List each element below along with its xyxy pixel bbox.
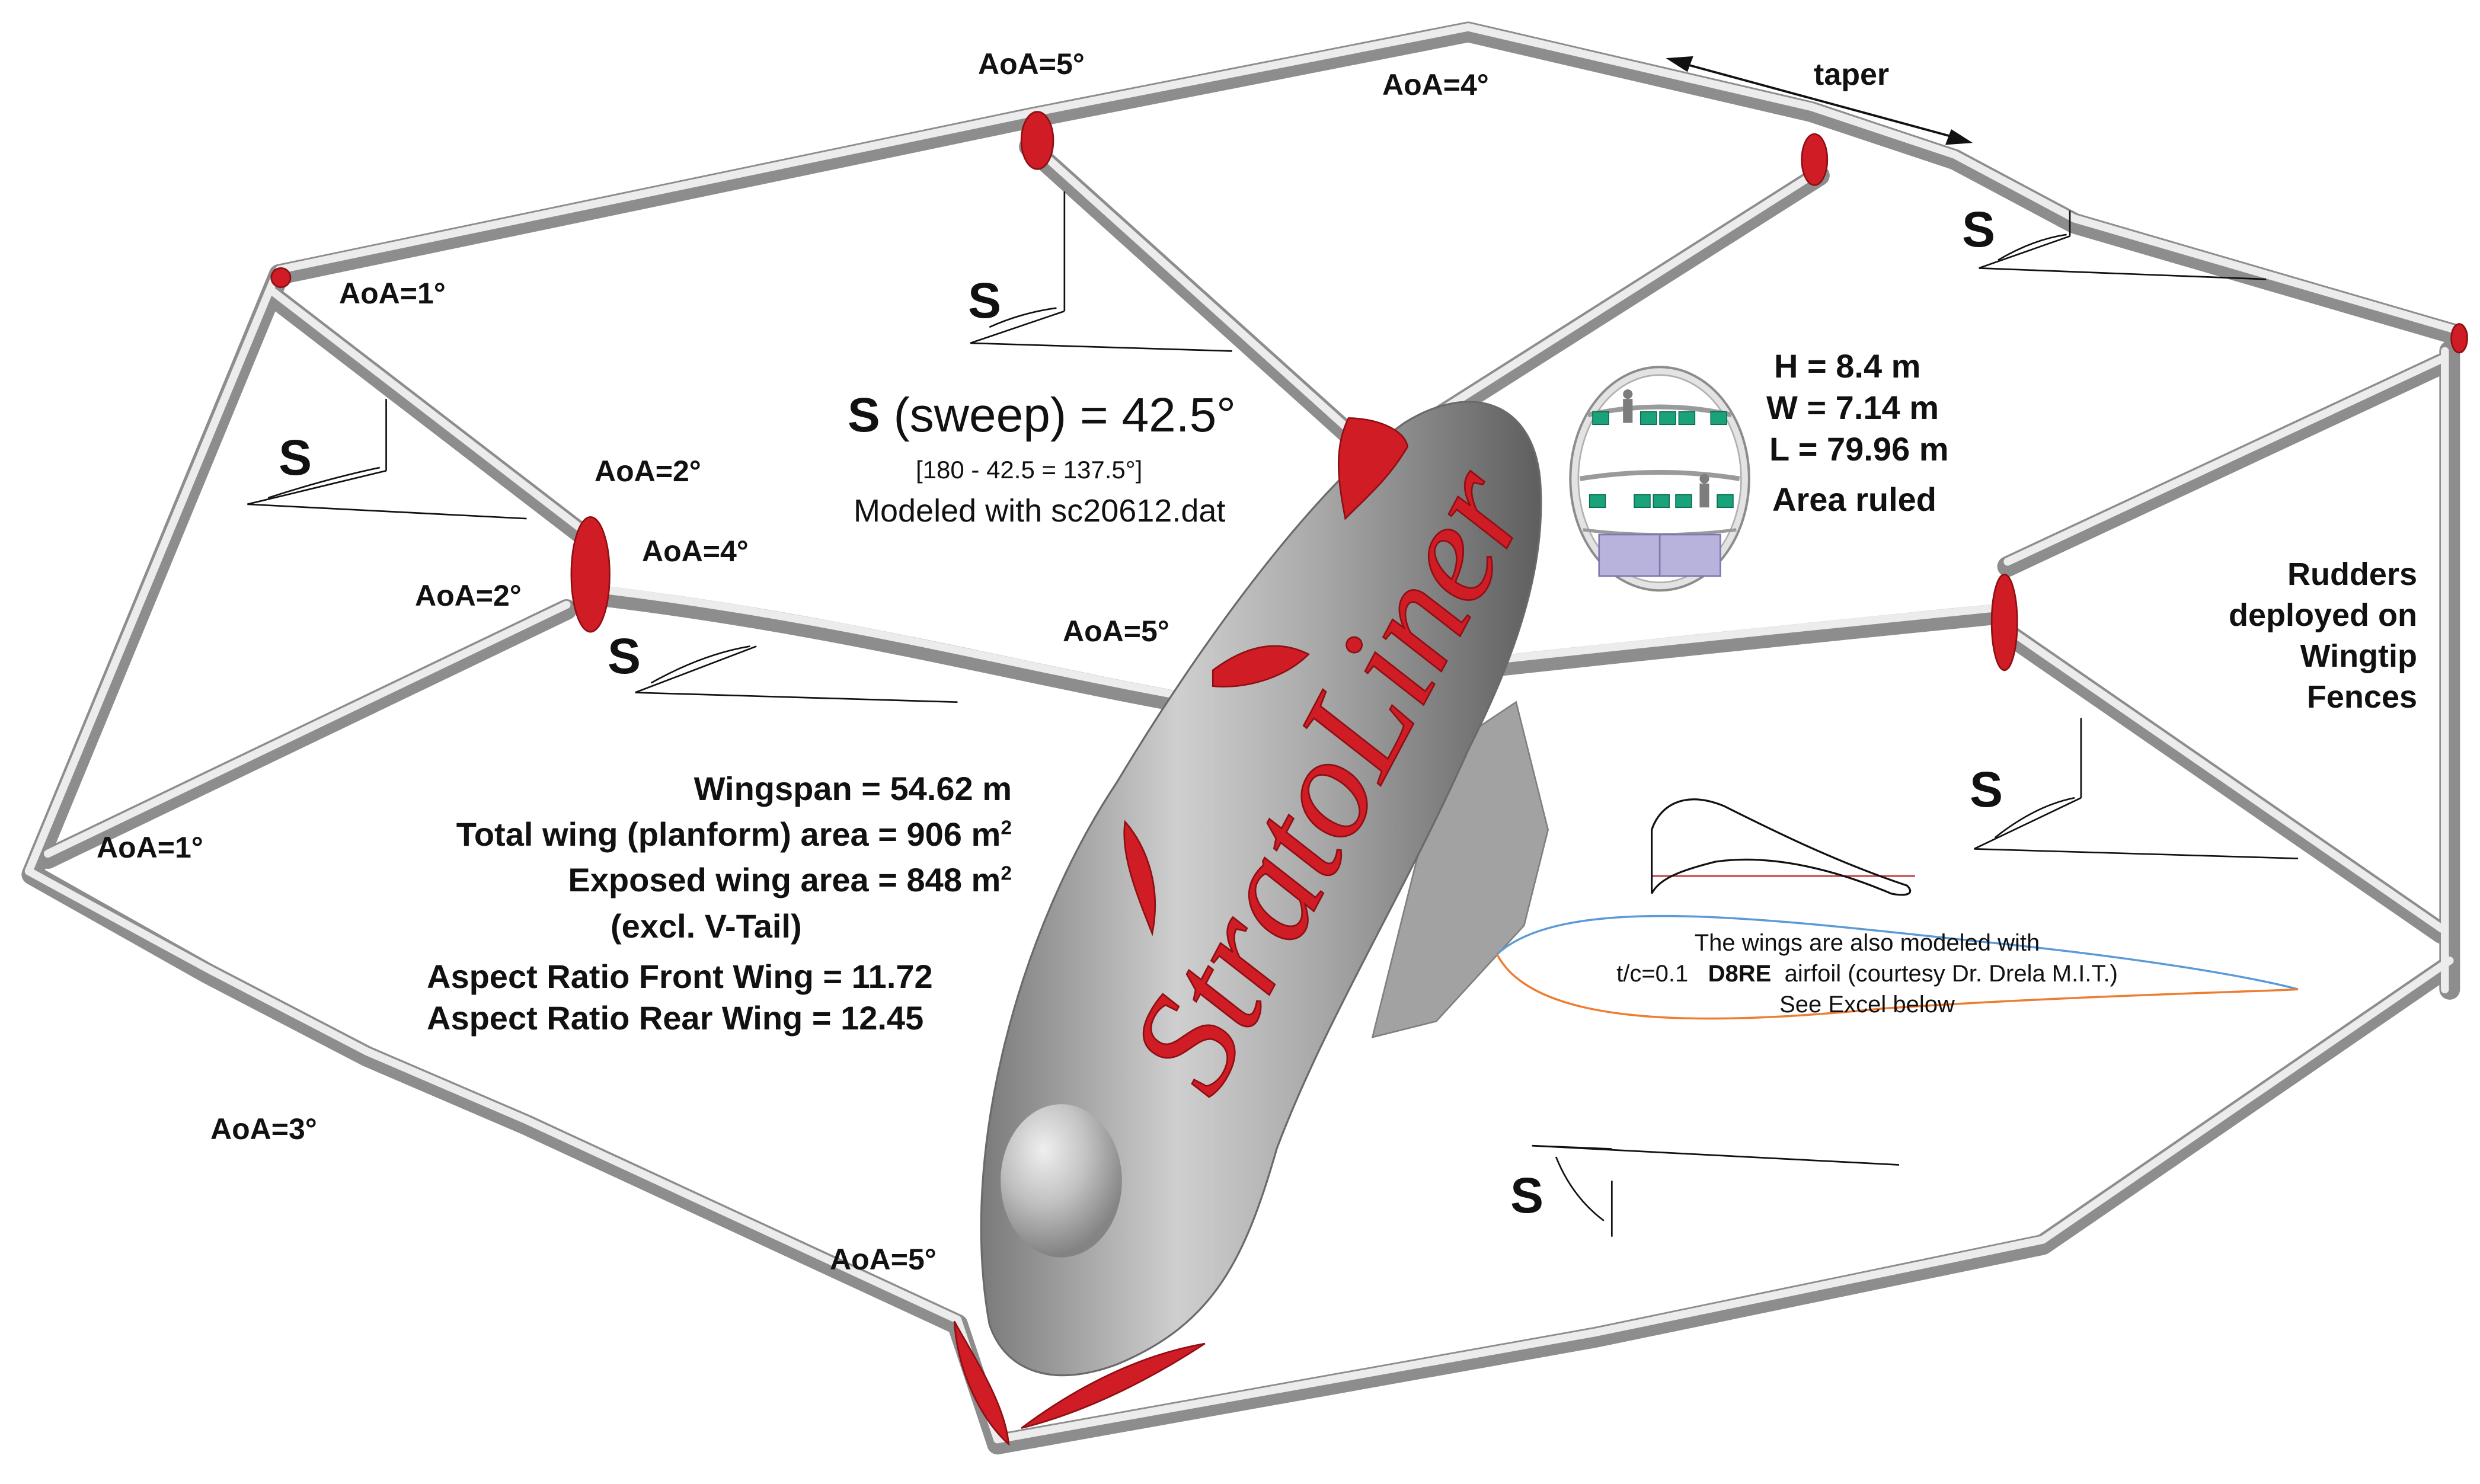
rudders-note-line: Fences <box>2306 679 2418 715</box>
area-ruled-label: Area ruled <box>1772 481 1936 518</box>
airfoil-note: The wings are also modeled with t/c=0.1 … <box>1565 928 2169 1020</box>
aoa-label-fin-left-inner: AoA=4° <box>642 535 749 568</box>
red-accents <box>270 111 2468 1446</box>
sweep-marker-s: S <box>279 430 312 485</box>
sweep-value: (sweep) = 42.5° <box>880 388 1236 442</box>
spec-exposed-area: Exposed wing area = 848 m2 <box>568 863 1012 897</box>
airfoil-credit: airfoil (courtesy Dr. Drela M.I.T.) <box>1784 961 2118 987</box>
spec-total-area-text: Total wing (planform) area = 906 m <box>456 815 1001 853</box>
d8re-airfoil-outline <box>1495 914 2299 1020</box>
sweep-marker-s: S <box>1962 202 1996 257</box>
airfoil-note-line1: The wings are also modeled with <box>1694 930 2040 956</box>
seat-icon <box>1589 411 1734 508</box>
airfoil-name: D8RE <box>1708 961 1772 987</box>
taper-label: taper <box>1814 57 1890 92</box>
person-icon <box>1623 389 1709 508</box>
spec-total-area-unit-exponent: 2 <box>1001 817 1012 839</box>
spec-total-area: Total wing (planform) area = 906 m2 <box>456 818 1012 851</box>
aoa-label-front-root: AoA=5° <box>1063 615 1169 648</box>
aoa-label-front-left-mid: AoA=3° <box>210 1112 317 1146</box>
airfoil-note-line2: t/c=0.1 D8RE airfoil (courtesy Dr. Drela… <box>1565 958 2169 989</box>
width-dimension: W = 7.14 m <box>1766 389 1939 426</box>
sweep-calculation: [180 - 42.5 = 137.5°] <box>916 456 1143 484</box>
sweep-marker-s: S <box>968 273 1002 328</box>
spec-wingspan: Wingspan = 54.62 m <box>693 770 1012 807</box>
fuselage <box>980 401 1542 1377</box>
rudders-note-line: Rudders <box>2287 556 2418 592</box>
aoa-label-rear-top-center: AoA=5° <box>978 47 1085 81</box>
airfoil-thickness: t/c=0.1 <box>1616 961 1689 987</box>
rudders-note-line: deployed on <box>2229 597 2418 634</box>
spec-aspect-ratio-rear: Aspect Ratio Rear Wing = 12.45 <box>427 999 924 1037</box>
rudders-note-line: Wingtip <box>2300 638 2418 674</box>
aoa-label-rear-top-right: AoA=4° <box>1382 68 1489 101</box>
nose-highlight <box>1001 1104 1122 1258</box>
spec-exclusion-note: (excl. V-Tail) <box>611 907 802 945</box>
spec-aspect-ratio-front: Aspect Ratio Front Wing = 11.72 <box>427 958 933 995</box>
cabin-cross-section <box>1569 366 1750 592</box>
spec-exposed-area-unit-exponent: 2 <box>1001 862 1012 885</box>
sweep-marker-s: S <box>1970 762 2003 817</box>
sweep-symbol: S <box>848 388 880 442</box>
sweep-marker-s: S <box>608 628 641 684</box>
sweep-marker-s: S <box>1510 1168 1544 1223</box>
airfoil-model-note: Modeled with sc20612.dat <box>854 493 1226 529</box>
rear-fuselage-fin <box>1371 701 1549 1038</box>
sweep-indicators <box>247 191 2299 1237</box>
aoa-label-fin-left-upper: AoA=2° <box>595 455 701 488</box>
airfoil-profile-plot <box>1651 798 1915 896</box>
rudders-note: Rudders deployed on Wingtip Fences <box>2229 554 2417 718</box>
aoa-label-fin-left-lower: AoA=2° <box>415 579 522 612</box>
height-dimension: H = 8.4 m <box>1774 347 1921 385</box>
airfoil-note-line3: See Excel below <box>1779 992 1955 1018</box>
aoa-label-rear-left-tip: AoA=1° <box>339 277 446 310</box>
sweep-title: S (sweep) = 42.5° <box>848 391 1236 440</box>
spec-exposed-area-text: Exposed wing area = 848 m <box>568 861 1001 898</box>
length-dimension: L = 79.96 m <box>1769 430 1949 468</box>
taper-arrow <box>1666 56 1973 145</box>
aoa-label-front-left-tip: AoA=1° <box>97 831 203 864</box>
aoa-label-nose-root: AoA=5° <box>830 1243 937 1276</box>
